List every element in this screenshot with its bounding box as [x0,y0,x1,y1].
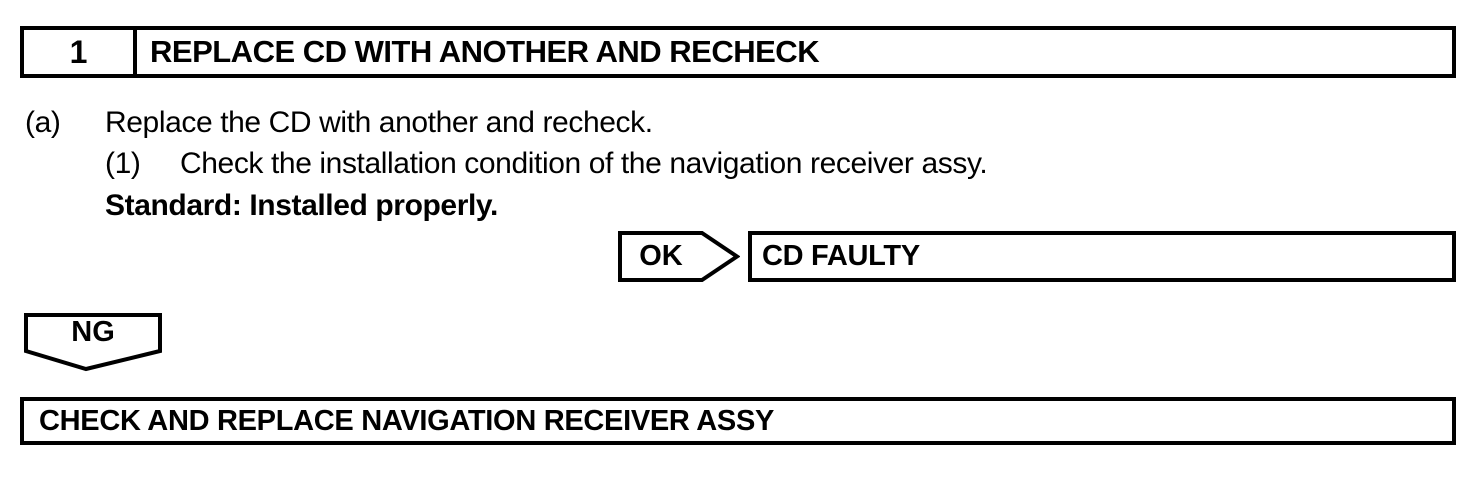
procedure-step-a1-text: Check the installation condition of the … [180,147,988,180]
ok-connector: OK [618,231,740,282]
ok-result-text: CD FAULTY [762,240,920,272]
ng-result-box: CHECK AND REPLACE NAVIGATION RECEIVER AS… [20,397,1456,445]
standard-note: Standard: Installed properly. [105,189,498,222]
ok-result-box: CD FAULTY [748,231,1456,282]
ng-connector: NG [24,313,162,373]
ok-connector-label: OK [639,240,683,272]
step-number: 1 [24,30,137,74]
procedure-step-a: (a) Replace the CD with another and reche… [25,106,653,140]
ng-result-text: CHECK AND REPLACE NAVIGATION RECEIVER AS… [39,404,775,437]
step-header-box: 1 REPLACE CD WITH ANOTHER AND RECHECK [20,26,1456,78]
ng-connector-label: NG [71,316,115,348]
procedure-step-a-label: (a) [25,106,61,139]
procedure-step-a1-label: (1) [105,147,141,180]
ok-arrow-icon [618,231,740,282]
ng-arrow-icon [24,313,162,372]
step-title: REPLACE CD WITH ANOTHER AND RECHECK [150,34,820,69]
procedure-step-a1: (1) Check the installation condition of t… [105,147,988,181]
procedure-step-a-text: Replace the CD with another and recheck. [105,106,653,139]
